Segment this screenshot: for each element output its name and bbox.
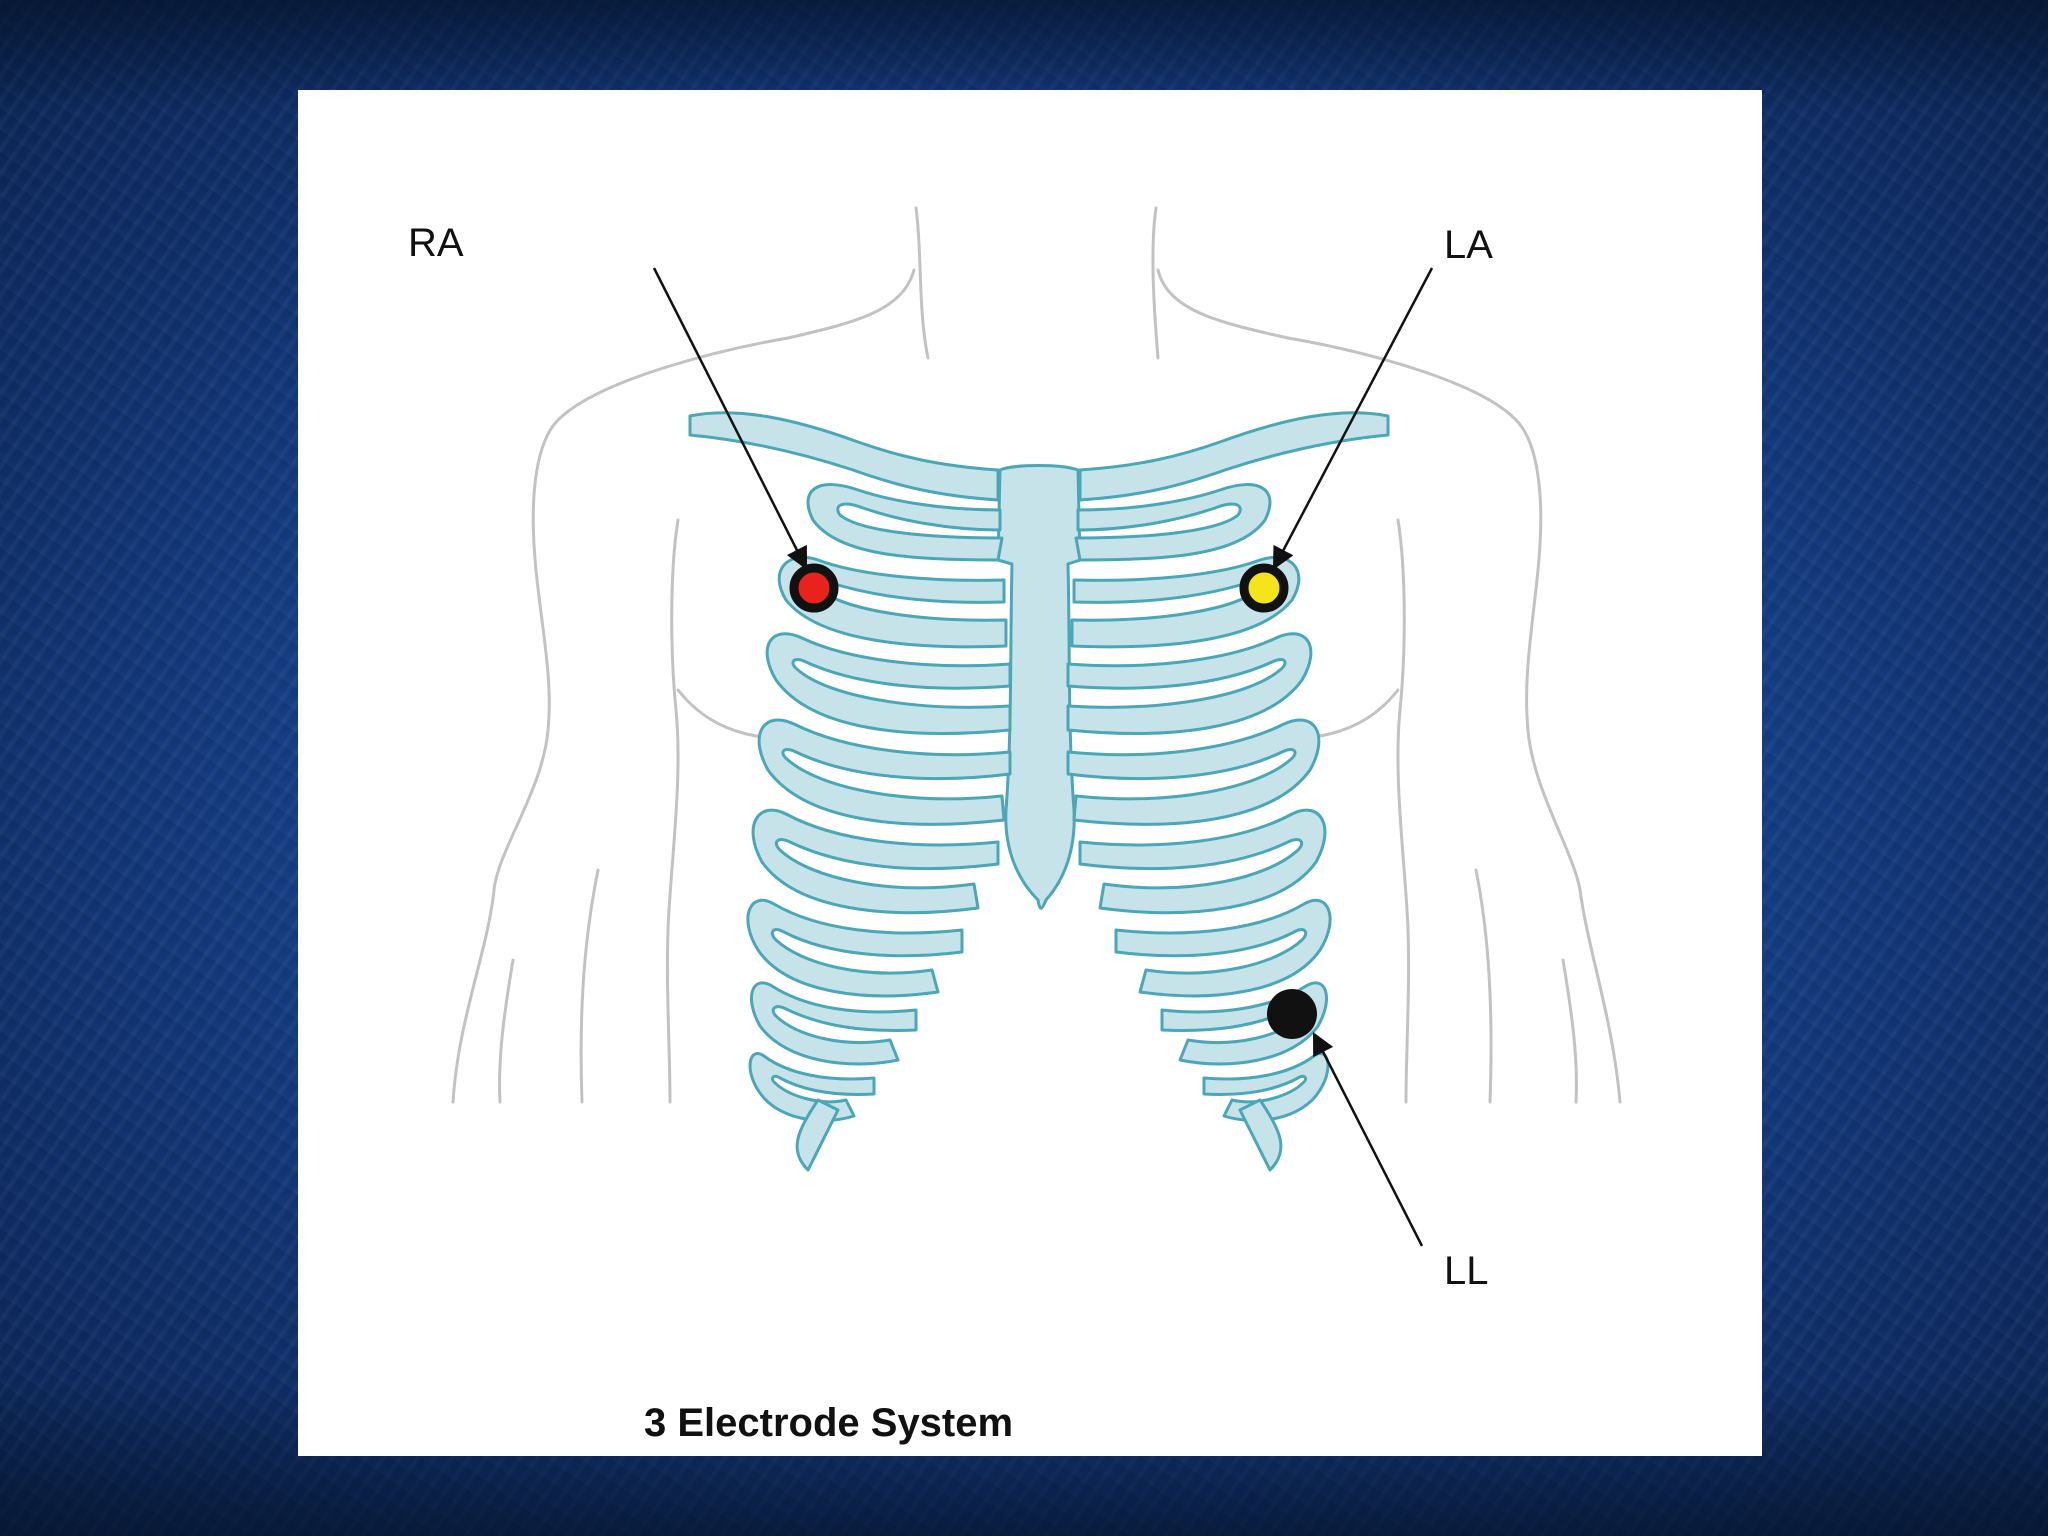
right-rib-4	[1068, 720, 1319, 824]
right-forearm	[1563, 960, 1576, 1102]
neck-left-outline	[916, 208, 928, 358]
right-arm-inner	[1398, 520, 1409, 1102]
left-rib-6	[748, 900, 962, 996]
electrode-ll	[1267, 989, 1317, 1039]
electrode-la	[1244, 568, 1284, 608]
left-waist	[581, 870, 598, 1102]
right-rib-6	[1116, 900, 1330, 996]
electrode-ll-dot	[1267, 989, 1317, 1039]
neck-left-base	[788, 270, 914, 338]
la-label: LA	[1444, 223, 1493, 267]
left-rib-4	[759, 720, 1010, 824]
left-shoulder-outline	[453, 338, 788, 1102]
electrode-diagram: RA LA LL 3 Electrode System	[298, 90, 1762, 1456]
ll-label: LL	[1444, 1249, 1489, 1293]
electrode-la-dot	[1244, 568, 1284, 608]
rib-cage	[690, 413, 1388, 1170]
right-rib-3	[1068, 634, 1311, 734]
diagram-panel: RA LA LL 3 Electrode System	[298, 90, 1762, 1456]
left-rib-3	[767, 634, 1010, 734]
right-rib-5	[1080, 810, 1325, 912]
electrode-ra-dot	[794, 568, 834, 608]
diagram-caption: 3 Electrode System	[644, 1401, 1013, 1445]
neck-right-base	[1158, 270, 1288, 338]
left-forearm	[500, 960, 513, 1102]
right-shoulder-outline	[1288, 338, 1620, 1102]
ra-label: RA	[408, 221, 464, 265]
neck-right-outline	[1153, 208, 1158, 358]
right-waist	[1476, 870, 1491, 1102]
left-rib-5	[753, 810, 998, 912]
electrode-ra	[794, 568, 834, 608]
left-arm-inner	[667, 520, 678, 1102]
